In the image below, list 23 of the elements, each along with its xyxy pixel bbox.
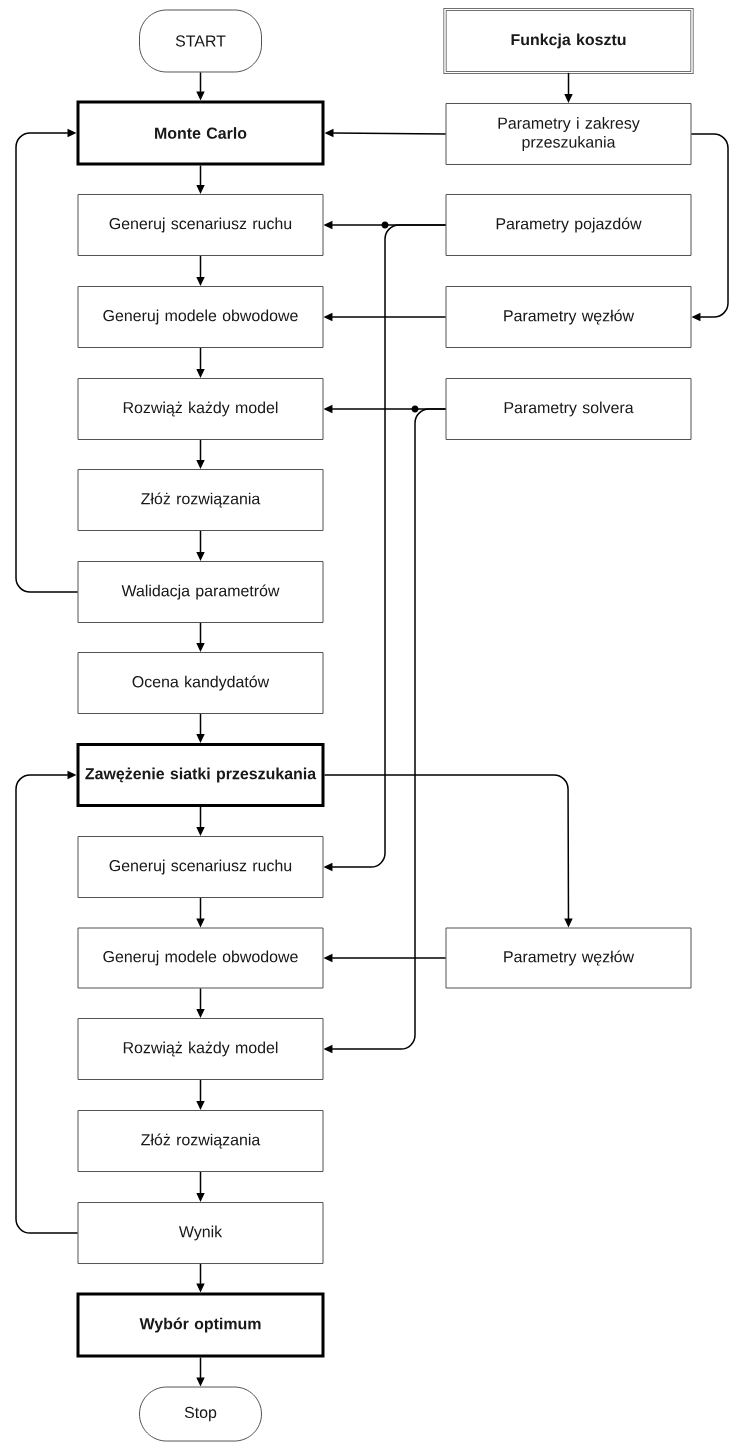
process-box: Monte Carlo [76, 100, 325, 166]
process-box: Generuj modele obwodowe [77, 927, 324, 989]
process-box: Parametry solvera [445, 378, 692, 440]
process-box: Złóż rozwiązania [77, 469, 324, 531]
process-box: Funkcja kosztu [443, 8, 694, 74]
process-box: Generuj scenariusz ruchu [77, 194, 324, 256]
process-box: Złóż rozwiązania [77, 1110, 324, 1172]
process-box: Ocena kandydatów [77, 652, 324, 714]
process-box: Generuj modele obwodowe [77, 286, 324, 348]
process-box: Parametry węzłów [445, 927, 692, 989]
process-box: Rozwiąż każdy model [77, 1018, 324, 1080]
arrow [690, 133, 729, 322]
process-box: Walidacja parametrów [77, 561, 324, 623]
process-box: Parametry węzłów [445, 286, 692, 348]
arrow [15, 128, 79, 593]
process-box: Wybór optimum [76, 1292, 325, 1358]
process-box: Generuj scenariusz ruchu [77, 836, 324, 898]
process-box: Parametry i zakresy przeszukania [445, 103, 692, 165]
arrow [15, 770, 79, 1234]
process-box: Parametry pojazdów [445, 194, 692, 256]
process-box: Rozwiąż każdy model [77, 378, 324, 440]
process-box: Zawężenie siatki przeszukania [76, 743, 325, 807]
process-box: Wynik [77, 1202, 324, 1264]
